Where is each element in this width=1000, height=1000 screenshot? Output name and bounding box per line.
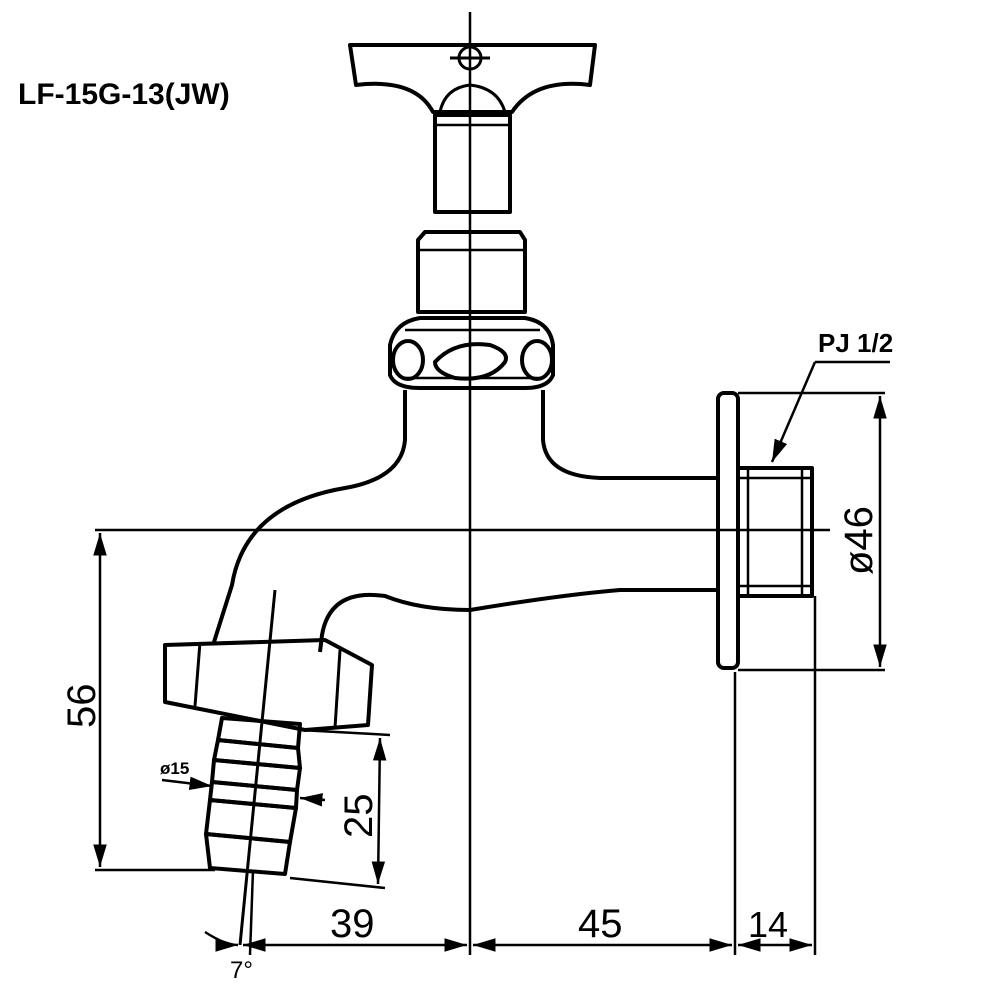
height-25-label: 25 <box>337 794 381 839</box>
hose-nut <box>163 638 374 732</box>
bonnet <box>416 230 527 314</box>
thread-pipe <box>736 466 814 598</box>
height-56-label: 56 <box>60 684 104 729</box>
dim-14-label: 14 <box>748 904 788 945</box>
hose-barb <box>204 716 302 876</box>
spout-body <box>212 390 407 643</box>
model-title: LF-15G-13(JW) <box>18 78 230 111</box>
thread-label: PJ 1/2 <box>818 328 893 358</box>
flange-diameter-label: ø46 <box>837 506 881 575</box>
dim-45-label: 45 <box>578 902 623 946</box>
handle <box>348 43 597 114</box>
hose-diameter-label: ø15 <box>160 759 189 778</box>
angle-label: 7° <box>230 957 253 984</box>
stem <box>433 113 512 214</box>
gland-nut <box>388 316 555 390</box>
dim-39-label: 39 <box>330 902 375 946</box>
